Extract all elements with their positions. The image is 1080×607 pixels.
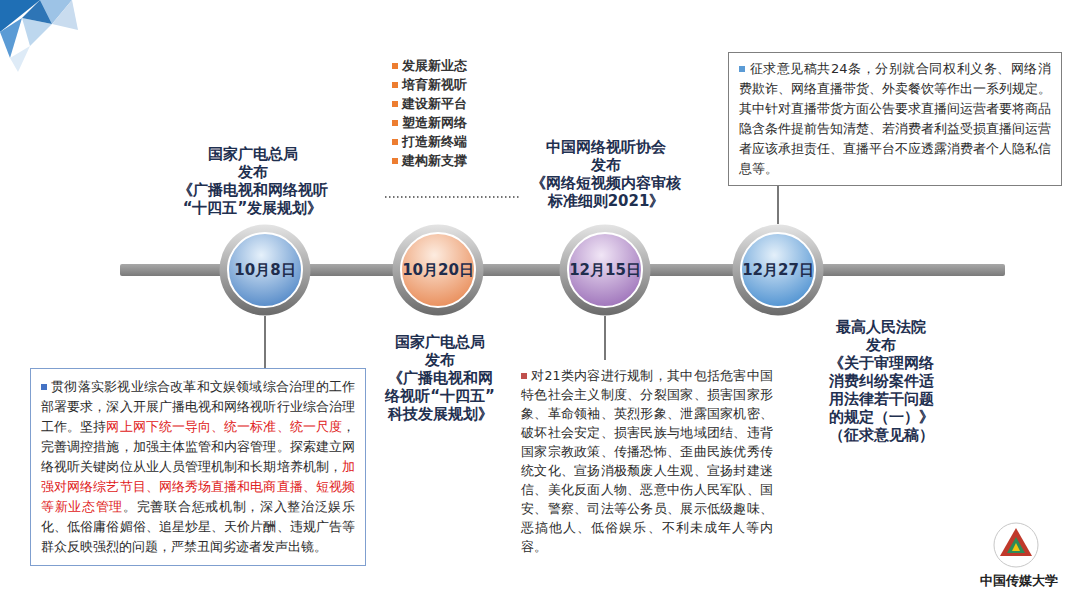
bullet-item: 培育新视听 xyxy=(392,77,467,94)
bullet-mark xyxy=(41,384,47,390)
timeline-circle: 12月27日最高人民法院 发布 《关于审理网络 消费纠纷案件适 用法律若干问题 … xyxy=(732,224,824,316)
bullet-mark xyxy=(739,66,745,72)
text-box: 贯彻落实影视业综合改革和文娱领域综合治理的工作部署要求，深入开展广播电视和网络视… xyxy=(30,368,366,566)
circle-ring xyxy=(220,225,311,316)
event-title: 国家广电总局 发布 《广播电视和网 络视听“十四五” 科技发展规划》 xyxy=(376,333,504,423)
bullet-mark xyxy=(521,373,527,379)
deco-triangle xyxy=(0,18,22,58)
text-box: 征求意见稿共24条，分别就合同权利义务、网络消费欺诈、网络直播带货、外卖餐饮等作… xyxy=(728,52,1062,186)
corner-decoration xyxy=(0,0,78,72)
text-box: 对21类内容进行规制，其中包括危害中国特色社会主义制度、分裂国家、损害国家形象、… xyxy=(515,360,779,562)
bullet-item: 发展新业态 xyxy=(392,58,467,75)
circle-ring xyxy=(393,225,484,316)
deco-triangle xyxy=(10,46,30,72)
date-label: 10月20日 xyxy=(392,224,484,316)
timeline-circle: 10月20日国家广电总局 发布 《广播电视和网 络视听“十四五” 科技发展规划》 xyxy=(392,224,484,316)
body-text: 征求意见稿共24条，分别就合同权利义务、网络消费欺诈、网络直播带货、外卖餐饮等作… xyxy=(739,61,1051,176)
date-label: 12月15日 xyxy=(559,224,651,316)
circle-ring xyxy=(733,225,824,316)
bullet-mark xyxy=(392,120,398,126)
date-label: 10月8日 xyxy=(219,224,311,316)
bullet-mark xyxy=(392,101,398,107)
date-label: 12月27日 xyxy=(732,224,824,316)
timeline-circle: 中国网络视听协会 发布 《网络短视频内容审核 标准细则2021》12月15日 xyxy=(559,224,651,316)
bullet-item: 建构新支撑 xyxy=(392,153,467,170)
bullet-mark xyxy=(392,158,398,164)
box-paragraph: 征求意见稿共24条，分别就合同权利义务、网络消费欺诈、网络直播带货、外卖餐饮等作… xyxy=(739,59,1051,179)
circle-ring xyxy=(560,225,651,316)
university-name: 中国传媒大学 xyxy=(980,573,1058,588)
connector-line xyxy=(264,316,266,368)
emblem-ring xyxy=(994,523,1038,567)
event-title: 中国网络视听协会 发布 《网络短视频内容审核 标准细则2021》 xyxy=(520,138,692,210)
bullet-item: 打造新终端 xyxy=(392,134,467,151)
connector-line xyxy=(777,186,779,224)
bullet-text: 发展新业态 xyxy=(402,58,467,73)
bullet-mark xyxy=(392,139,398,145)
university-emblem xyxy=(994,523,1038,567)
bullet-item: 塑造新网络 xyxy=(392,115,467,132)
bullet-item: 建设新平台 xyxy=(392,96,467,113)
bullet-text: 塑造新网络 xyxy=(402,115,467,130)
bullet-text: 培育新视听 xyxy=(402,77,467,92)
deco-triangle xyxy=(52,0,78,30)
bullet-mark xyxy=(392,82,398,88)
body-text: 对21类内容进行规制，其中包括危害中国特色社会主义制度、分裂国家、损害国家形象、… xyxy=(521,368,773,554)
emblem-triangle xyxy=(1012,543,1020,551)
highlight-text: 网上网下统一导向、统一标准、统一尺度 xyxy=(106,419,342,434)
bullet-text: 建设新平台 xyxy=(402,96,467,111)
box-paragraph: 对21类内容进行规制，其中包括危害中国特色社会主义制度、分裂国家、损害国家形象、… xyxy=(521,366,773,556)
bullet-mark xyxy=(392,63,398,69)
event-title: 国家广电总局 发布 《广播电视和网络视听 “十四五”发展规划》 xyxy=(160,145,345,217)
deco-triangle xyxy=(22,0,52,24)
bullet-text: 打造新终端 xyxy=(402,134,467,149)
connector-line xyxy=(604,316,606,360)
timeline-circle: 国家广电总局 发布 《广播电视和网络视听 “十四五”发展规划》10月8日 xyxy=(219,224,311,316)
event-title: 最高人民法院 发布 《关于审理网络 消费纠纷案件适 用法律若干问题 的规定（一）… xyxy=(820,318,942,444)
bullet-text: 建构新支撑 xyxy=(402,153,467,168)
dotted-divider xyxy=(385,196,520,198)
emblem-triangle xyxy=(1007,537,1025,553)
box-paragraph: 贯彻落实影视业综合改革和文娱领域综合治理的工作部署要求，深入开展广播电视和网络视… xyxy=(41,377,355,557)
emblem-triangle xyxy=(1000,528,1032,556)
connector-layer xyxy=(265,186,778,368)
logo-text: 中国传媒大学 xyxy=(980,572,1058,590)
